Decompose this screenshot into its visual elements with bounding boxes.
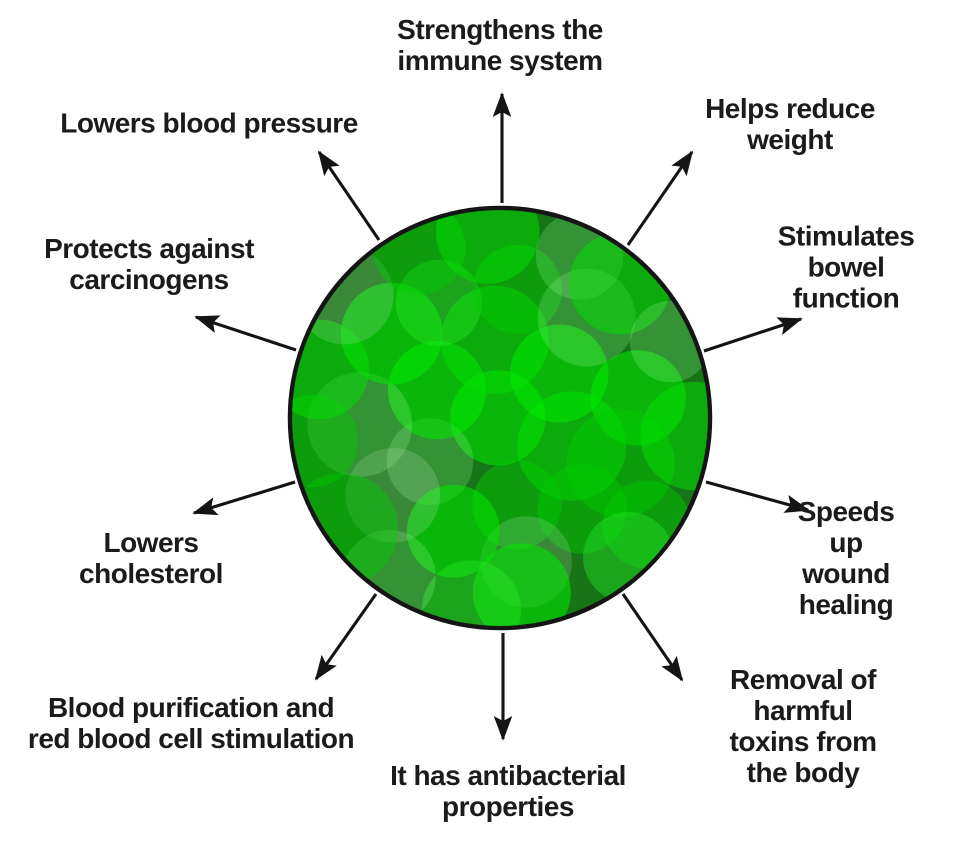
benefit-label-blood-pressure: Lowers blood pressure <box>60 107 358 139</box>
arrow-cholesterol <box>192 480 296 516</box>
benefit-label-antibacterial: It has antibacterial properties <box>390 760 626 822</box>
benefit-label-immune-system: Strengthens the immune system <box>397 14 603 76</box>
benefit-label-toxins-removal: Removal of harmful toxins from the body <box>729 664 877 788</box>
arrow-bowel-function <box>703 317 803 353</box>
arrow-carcinogens <box>194 315 297 352</box>
benefit-label-cholesterol: Lowers cholesterol <box>79 527 223 589</box>
benefit-label-blood-purification: Blood purification and red blood cell st… <box>27 692 355 754</box>
benefit-label-bowel-function: Stimulates bowel function <box>777 220 915 314</box>
cluster-cells <box>292 210 708 626</box>
cell-cluster <box>287 205 713 631</box>
benefit-label-wound-healing: Speeds up wound healing <box>797 496 895 620</box>
benefit-label-reduce-weight: Helps reduce weight <box>705 93 875 155</box>
benefit-label-carcinogens: Protects against carcinogens <box>44 233 254 295</box>
